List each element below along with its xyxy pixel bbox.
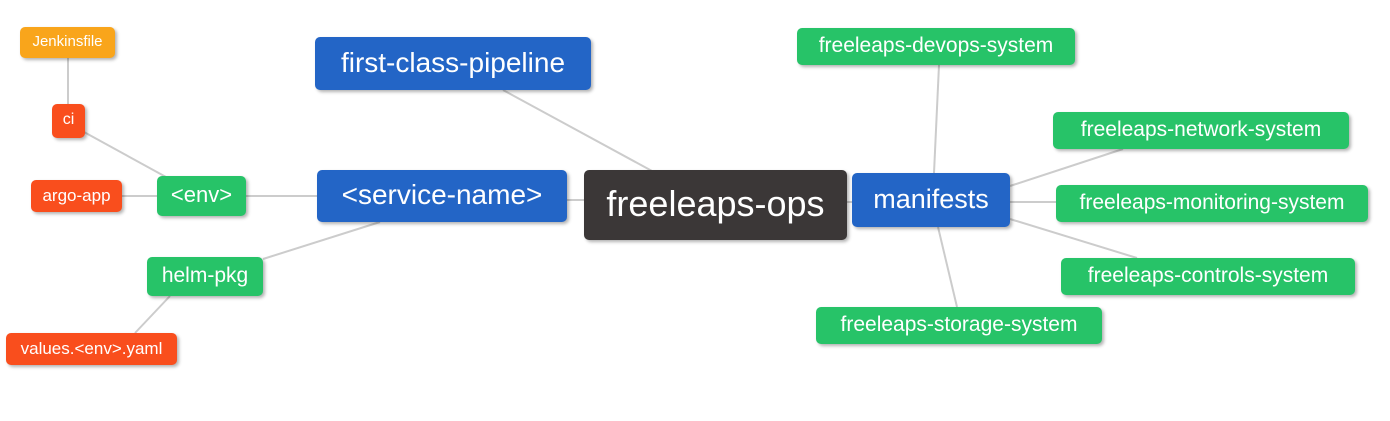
- node-label-freeleaps-controls-system: freeleaps-controls-system: [1087, 264, 1329, 287]
- node-label-argo-app: argo-app: [42, 185, 111, 205]
- node-label-freeleaps-network-system: freeleaps-network-system: [1080, 118, 1322, 141]
- edge-ci--env: [83, 131, 167, 178]
- node-first-class-pipeline[interactable]: first-class-pipeline: [315, 37, 591, 90]
- node-helm-pkg[interactable]: helm-pkg: [147, 257, 263, 296]
- edge-service-name--helm-pkg: [262, 221, 381, 260]
- node-label-freeleaps-monitoring-system: freeleaps-monitoring-system: [1079, 191, 1345, 214]
- node-label-values-env-yaml: values.<env>.yaml: [20, 338, 163, 358]
- node-label-ci: ci: [62, 111, 75, 128]
- edge-manifests--freeleaps-storage-system: [937, 226, 958, 308]
- node-freeleaps-controls-system[interactable]: freeleaps-controls-system: [1061, 258, 1355, 295]
- node-manifests[interactable]: manifests: [852, 173, 1010, 227]
- node-label-env: <env>: [170, 182, 233, 207]
- node-ci[interactable]: ci: [52, 104, 85, 138]
- node-label-service-name: <service-name>: [341, 179, 543, 210]
- node-label-freeleaps-devops-system: freeleaps-devops-system: [818, 34, 1054, 57]
- node-freeleaps-storage-system[interactable]: freeleaps-storage-system: [816, 307, 1102, 344]
- node-argo-app[interactable]: argo-app: [31, 180, 122, 212]
- node-values-env-yaml[interactable]: values.<env>.yaml: [6, 333, 177, 365]
- node-freeleaps-network-system[interactable]: freeleaps-network-system: [1053, 112, 1349, 149]
- node-label-first-class-pipeline: first-class-pipeline: [340, 46, 566, 78]
- node-freeleaps-ops[interactable]: freeleaps-ops: [584, 170, 847, 240]
- edge-manifests--freeleaps-network-system: [1009, 148, 1124, 187]
- node-service-name[interactable]: <service-name>: [317, 170, 567, 222]
- node-jenkinsfile[interactable]: Jenkinsfile: [20, 27, 115, 58]
- edge-first-class-pipeline--freeleaps-ops: [502, 89, 653, 172]
- node-freeleaps-devops-system[interactable]: freeleaps-devops-system: [797, 28, 1075, 65]
- node-env[interactable]: <env>: [157, 176, 246, 216]
- edge-manifests--freeleaps-devops-system: [933, 64, 940, 174]
- node-label-freeleaps-ops: freeleaps-ops: [606, 183, 825, 224]
- node-freeleaps-monitoring-system[interactable]: freeleaps-monitoring-system: [1056, 185, 1368, 222]
- node-label-manifests: manifests: [873, 183, 989, 214]
- node-label-helm-pkg: helm-pkg: [161, 264, 249, 287]
- node-label-jenkinsfile: Jenkinsfile: [32, 33, 103, 50]
- node-label-freeleaps-storage-system: freeleaps-storage-system: [840, 313, 1078, 336]
- edge-helm-pkg--values-env-yaml: [134, 295, 171, 334]
- edge-manifests--freeleaps-controls-system: [1009, 218, 1138, 259]
